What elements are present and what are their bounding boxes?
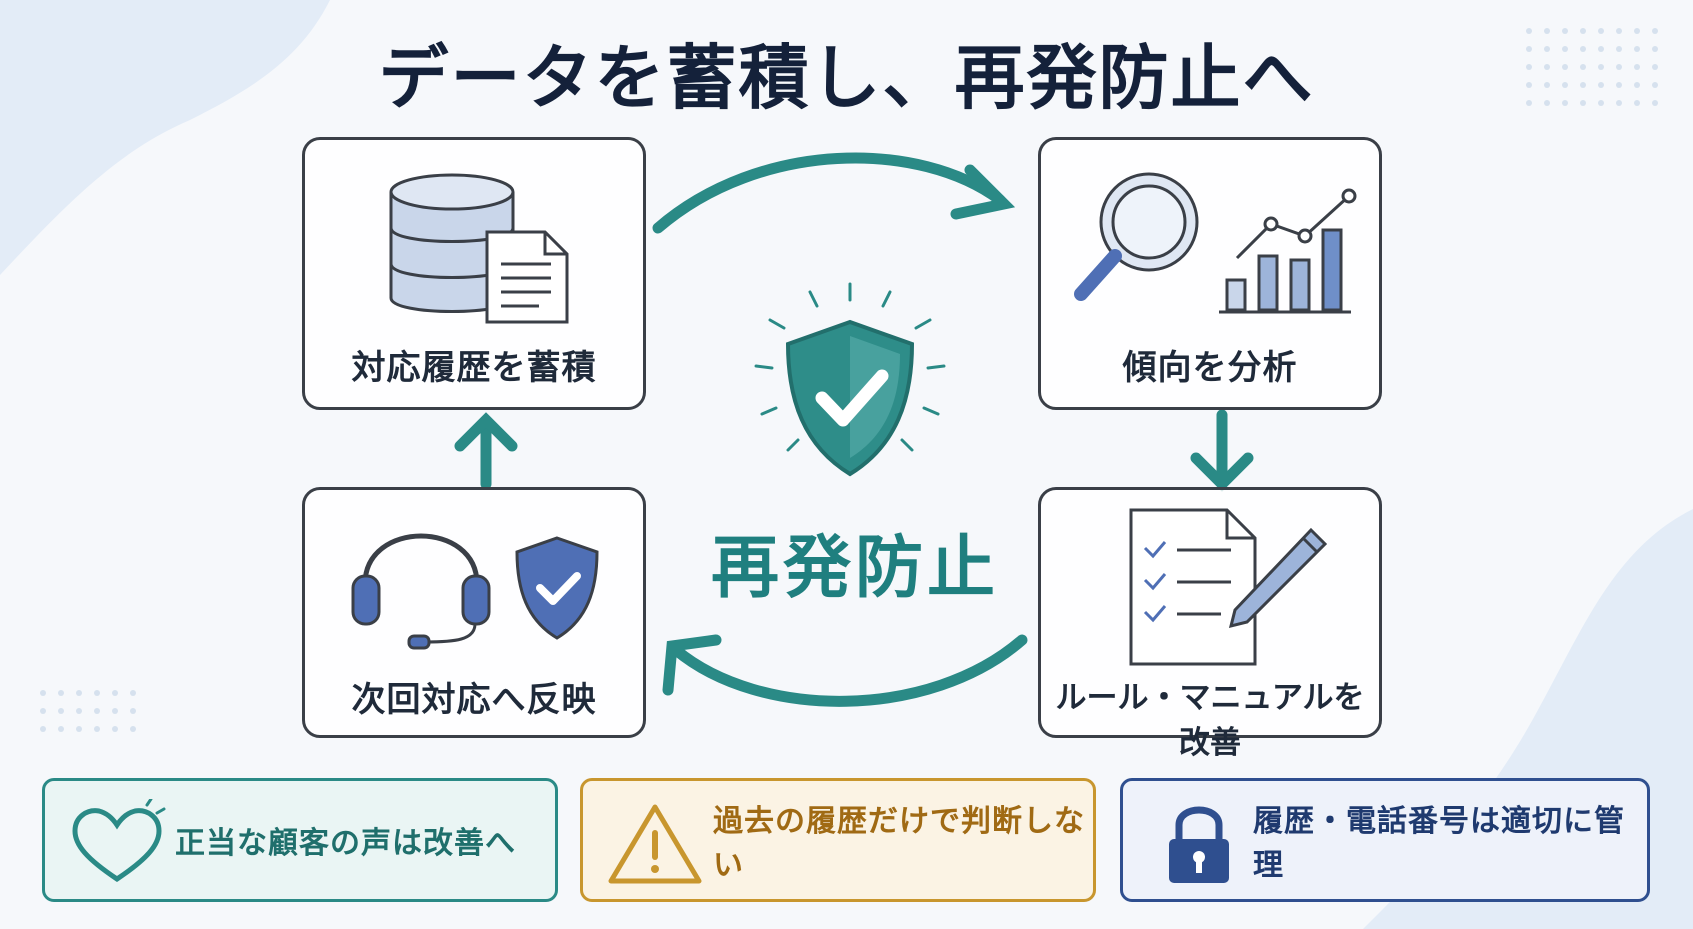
arrow-top [652, 152, 1006, 234]
note-caution-text: 過去の履歴だけで判断しない [713, 804, 1085, 883]
note-voice-text: 正当な顧客の声は改善へ [175, 826, 516, 861]
page-title: データを蓄積し、再発防止へ [378, 37, 1315, 119]
note-caution: 過去の履歴だけで判断しない [580, 778, 1096, 902]
lock-icon [1169, 806, 1229, 883]
step-label-reflect: 次回対応へ反映 [351, 680, 597, 720]
arrow-left-up-head [454, 412, 518, 452]
heart-icon [72, 799, 166, 883]
note-security-text: 履歴・電話番号は適切に管理 [1253, 804, 1625, 883]
database-document-icon [389, 173, 569, 324]
step-label-analyze: 傾向を分析 [1122, 348, 1298, 388]
step-label-improve: ルール・マニュアルを改善 [1055, 680, 1365, 761]
background-blob-top-left [0, 0, 330, 275]
step-card-accumulate: 対応履歴を蓄積 [302, 137, 646, 410]
step-card-reflect: 次回対応へ反映 [302, 487, 646, 738]
magnifier-chart-icon [1074, 172, 1357, 314]
note-voice: 正当な顧客の声は改善へ [42, 778, 558, 902]
arrow-right-down-head [1190, 452, 1254, 492]
arrow-bottom-head [662, 634, 722, 696]
step-label-accumulate: 対応履歴を蓄積 [351, 348, 597, 388]
shield-check-icon [754, 282, 946, 477]
decorative-dots-bottom-left [40, 690, 136, 732]
step-card-improve: ルール・マニュアルを改善 [1038, 487, 1382, 761]
note-security: 履歴・電話番号は適切に管理 [1120, 778, 1650, 902]
decorative-dots-top-right [1526, 28, 1658, 106]
arrow-top-head [950, 164, 1016, 220]
headset-shield-icon [351, 533, 599, 650]
checklist-pencil-icon [1129, 508, 1328, 666]
warning-icon [608, 804, 702, 884]
center-label: 再発防止 [710, 529, 999, 608]
step-card-analyze: 傾向を分析 [1038, 137, 1382, 410]
arrow-bottom [670, 634, 1028, 707]
